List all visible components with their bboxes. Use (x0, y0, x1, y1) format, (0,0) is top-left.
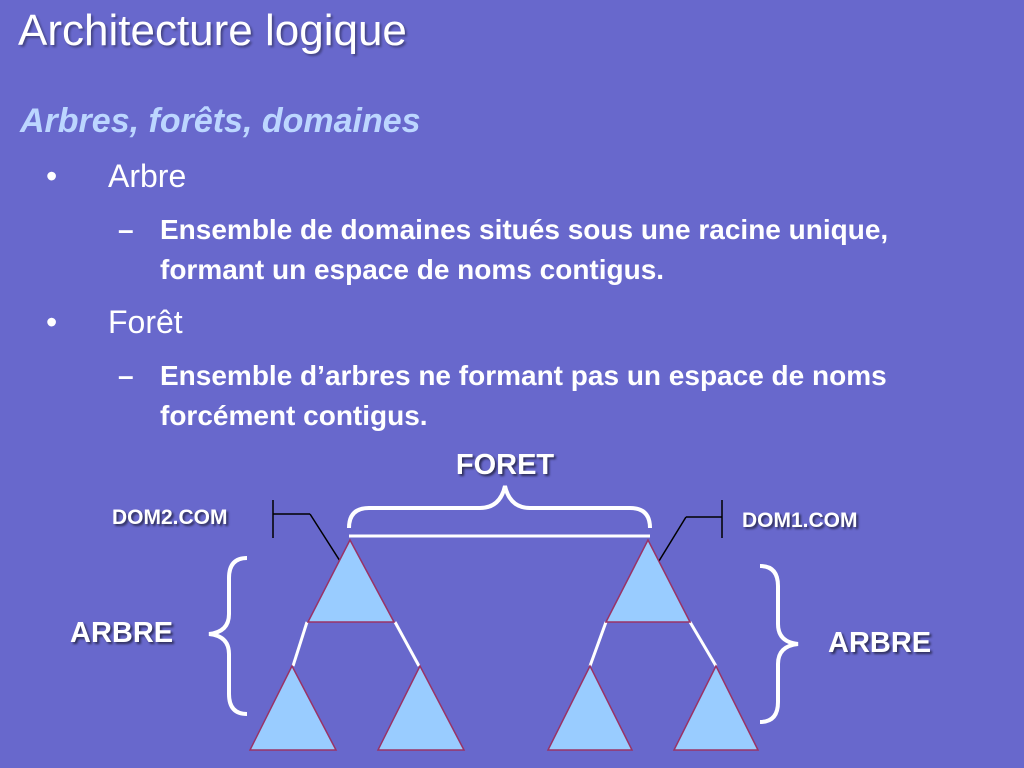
left-tree-branches (291, 621, 421, 667)
dom2-label: DOM2.COM (112, 506, 228, 529)
bullet-foret: • Forêt (46, 304, 183, 341)
dash-marker: – (118, 360, 134, 391)
dom2-callout (272, 500, 348, 573)
left-tree-brace (208, 556, 248, 716)
sub-bullet-arbre: – Ensemble de domaines situés sous une r… (118, 210, 978, 290)
bullet-arbre: • Arbre (46, 158, 186, 195)
sub-bullet-foret: – Ensemble d’arbres ne formant pas un es… (118, 356, 978, 436)
left-child-triangle-2 (376, 664, 466, 751)
right-child-triangle-2 (672, 664, 760, 751)
forest-brace (347, 485, 652, 529)
left-child-triangle-1 (248, 664, 338, 751)
slide-subtitle: Arbres, forêts, domaines (20, 102, 421, 140)
dom1-root-triangle (604, 538, 692, 623)
left-tree-label: ARBRE (70, 617, 173, 649)
dash-marker: – (118, 214, 134, 245)
forest-label: FORET (456, 449, 555, 481)
right-child-triangle-1 (546, 664, 634, 751)
right-tree-label: ARBRE (828, 627, 931, 659)
slide-title: Architecture logique (18, 6, 407, 55)
sub-bullet-text: Ensemble de domaines situés sous une rac… (160, 214, 889, 285)
dom1-label: DOM1.COM (742, 509, 858, 532)
bullet-label: Arbre (108, 158, 187, 194)
dom1-callout (650, 500, 723, 575)
bullet-marker: • (46, 158, 58, 194)
sub-bullet-text: Ensemble d’arbres ne formant pas un espa… (160, 360, 887, 431)
right-tree-brace (759, 564, 799, 724)
right-tree-branches (588, 621, 718, 667)
bullet-marker: • (46, 304, 58, 340)
dom2-root-triangle (306, 538, 396, 623)
bullet-label: Forêt (108, 304, 183, 340)
